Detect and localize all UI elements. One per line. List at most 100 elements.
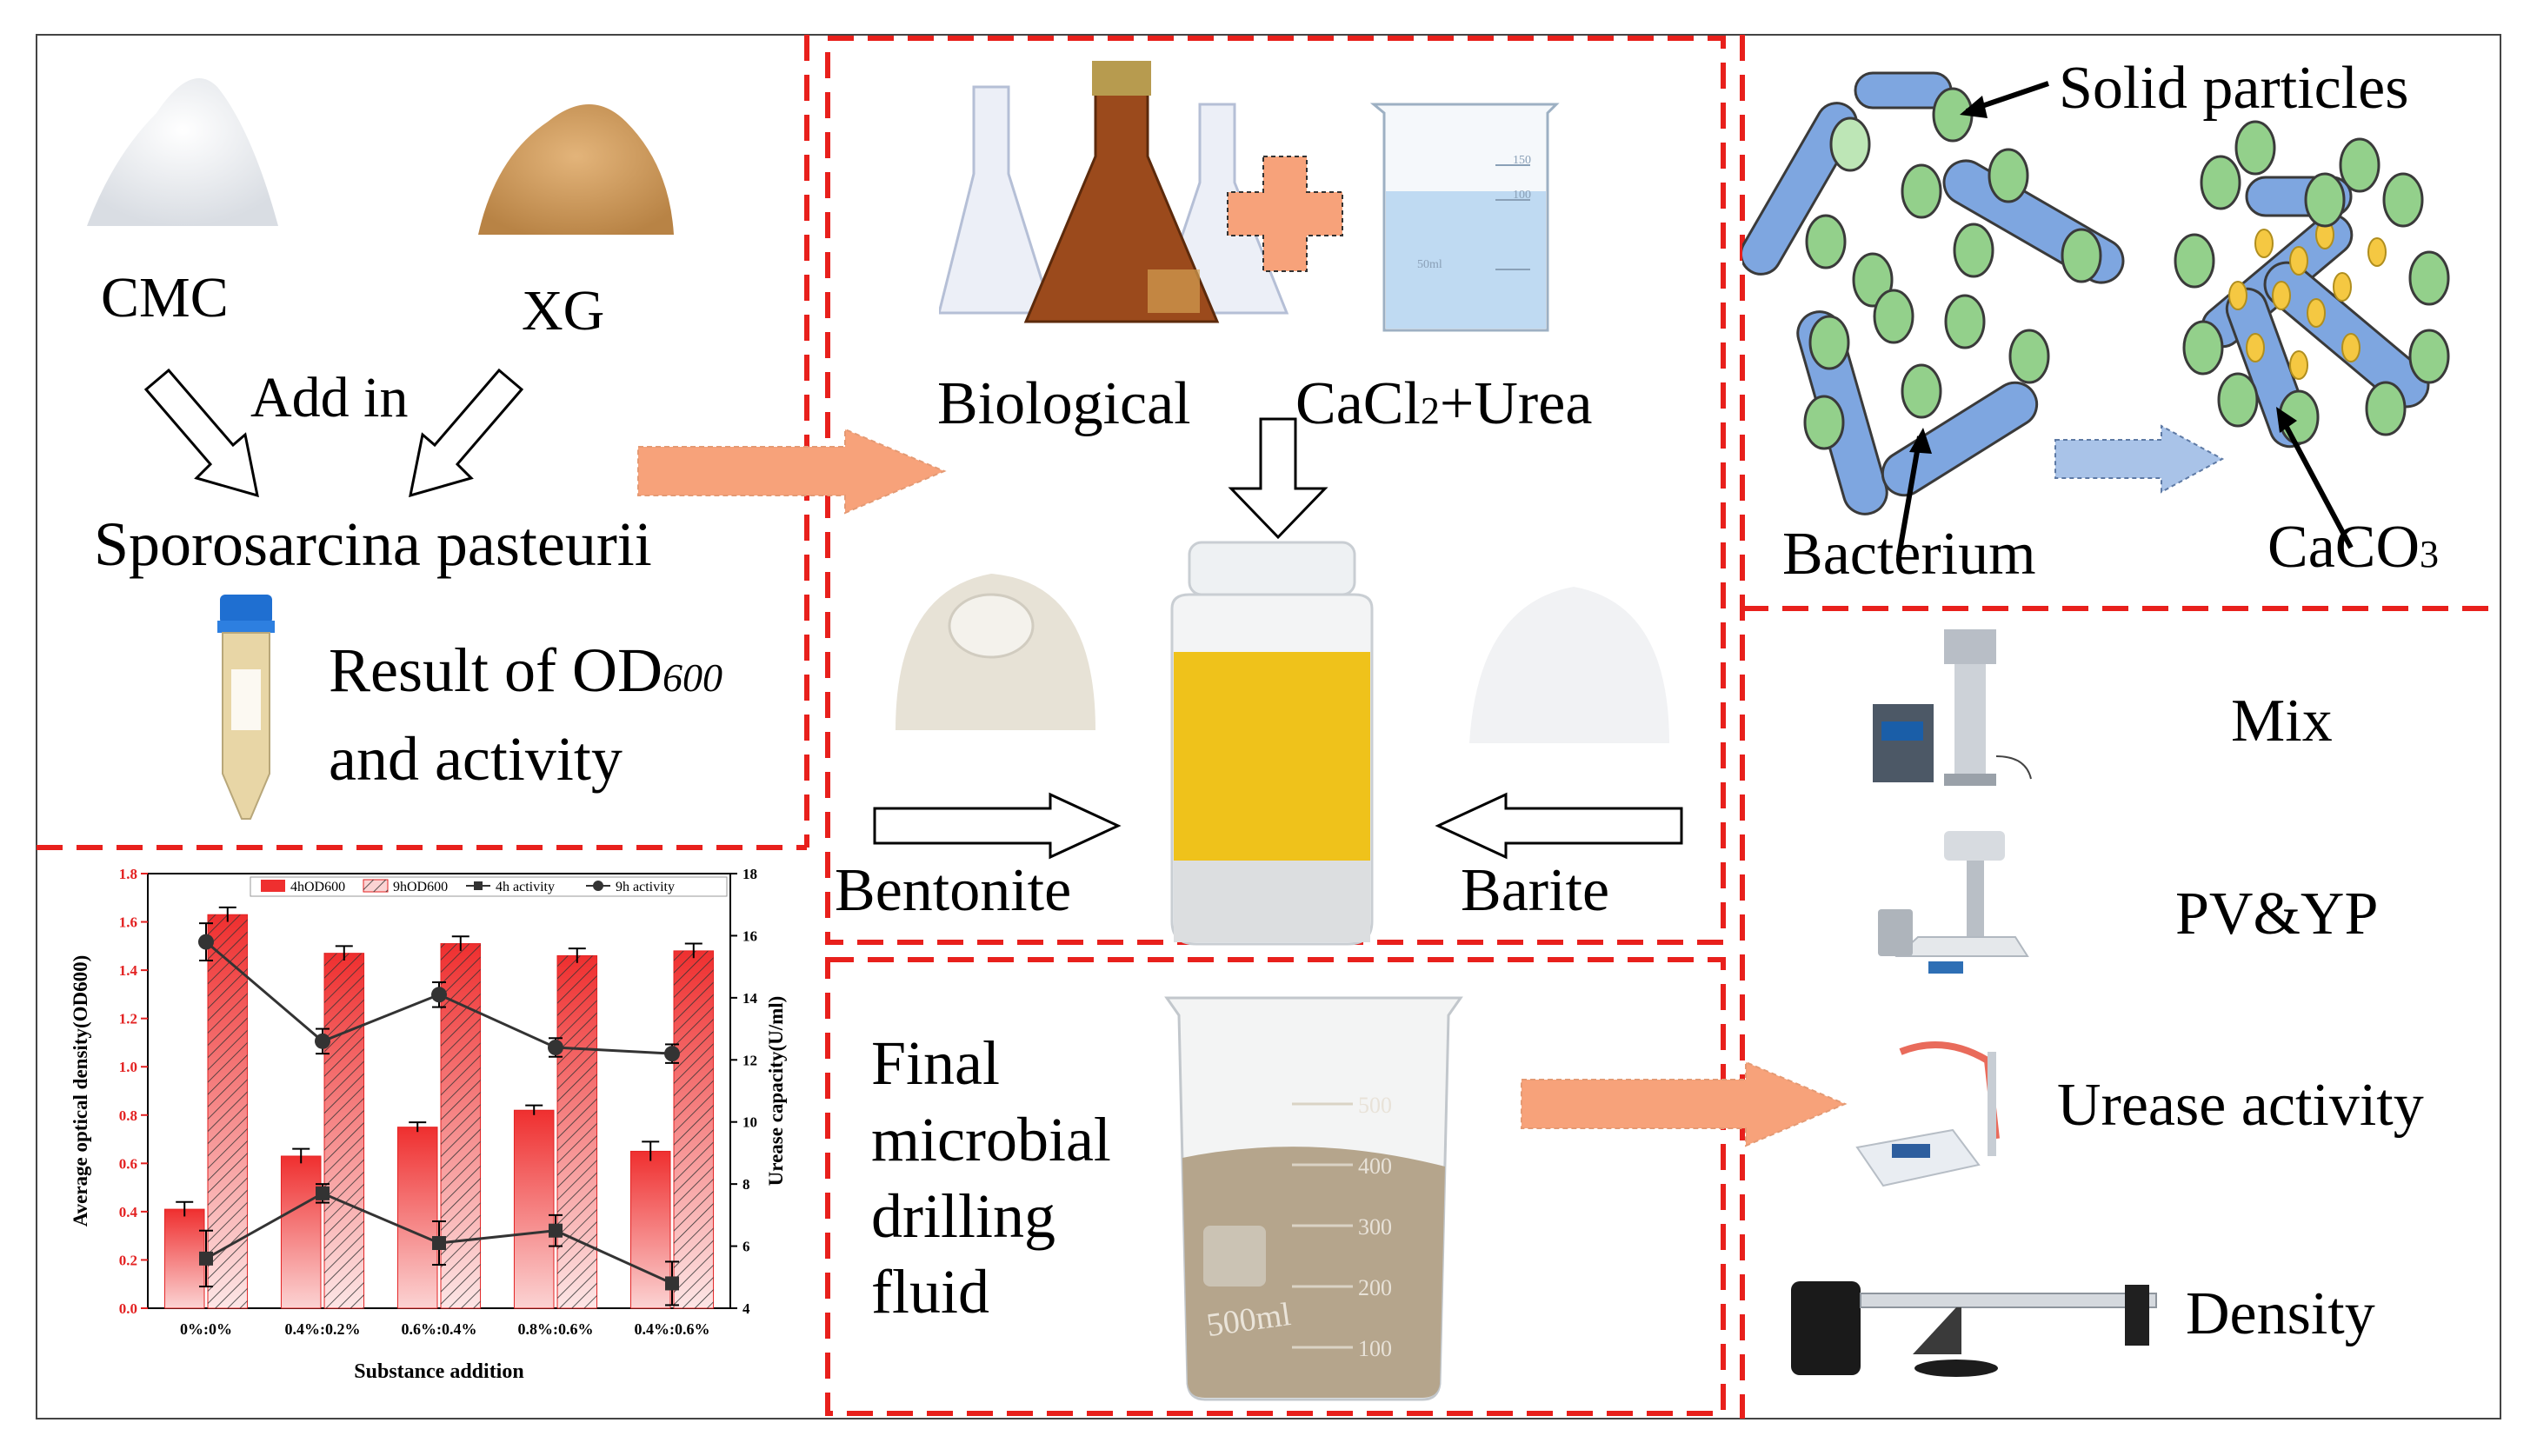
x-axis-label: Substance addition (354, 1360, 523, 1383)
cmc-label: CMC (101, 266, 229, 329)
biological-label: Biological (937, 370, 1191, 437)
barite-powder-image (1469, 587, 1669, 743)
y-tick-label: 1.2 (119, 1011, 137, 1027)
legend-label: 9hOD600 (393, 880, 448, 894)
title-line-final: Final (871, 1028, 1001, 1098)
small-beaker-mark-100: 100 (1513, 189, 1531, 202)
left-arrow-icon (1435, 792, 1683, 860)
down-right-arrow-icon (143, 368, 259, 498)
x-tick-label: 0%:0% (180, 1320, 232, 1338)
legend-label: 9h activity (616, 880, 675, 894)
plus-icon (1227, 156, 1343, 272)
bar-9h-od600-hatch (674, 950, 714, 1308)
urea-text: +Urea (1439, 370, 1593, 437)
beaker-mark-200: 200 (1358, 1275, 1392, 1300)
cmc-powder-image (87, 78, 278, 226)
beaker-mark-100: 100 (1358, 1336, 1392, 1361)
bar-4h-od600 (396, 1127, 438, 1309)
beaker-mark-400: 400 (1358, 1153, 1392, 1179)
y2-tick-label: 6 (742, 1239, 750, 1255)
result-od-text: Result of OD (329, 635, 663, 705)
solid-particles-label: Solid particles (2059, 55, 2409, 122)
chart-lines (198, 922, 680, 1306)
y-tick-label: 0.6 (119, 1155, 137, 1172)
add-in-arrows (143, 368, 524, 498)
bacterium-label: Bacterium (1782, 521, 2036, 588)
bar-9h-od600-hatch (557, 955, 597, 1308)
blue-arrow-icon (2054, 424, 2225, 494)
y-tick-label: 0.8 (119, 1107, 137, 1124)
density-balance-image (1791, 1281, 2157, 1377)
cacl2-urea-label: CaCl2+Urea (1295, 369, 1592, 439)
legend-label: 4h activity (496, 880, 555, 894)
y-tick-label: 0.0 (119, 1300, 137, 1317)
right-arrow-icon (873, 792, 1122, 860)
marker-9h-activity (548, 1040, 563, 1055)
legend-swatch-hatch (363, 880, 388, 892)
y-tick-label: 1.0 (119, 1059, 137, 1075)
urease-activity-label: Urease activity (2057, 1072, 2424, 1139)
marker-4h-activity (665, 1276, 679, 1291)
bar-9h-od600-hatch (208, 914, 248, 1308)
urease-meter-device-image (1855, 1041, 2000, 1187)
y-tick-label: 0.2 (119, 1252, 137, 1268)
small-beaker-mark-50: 50ml (1417, 258, 1442, 271)
add-in-label: Add in (250, 366, 409, 429)
marker-9h-activity (431, 987, 447, 1003)
x-tick-label: 0.8%:0.6% (518, 1320, 594, 1338)
y2-tick-label: 16 (742, 927, 757, 944)
small-beaker-mark-150: 150 (1513, 154, 1531, 167)
legend-swatch-4h-od600 (261, 880, 285, 892)
chart-axes (141, 873, 737, 1309)
y2-tick-label: 14 (742, 990, 758, 1007)
legend-marker-circle (593, 881, 603, 891)
bentonite-label: Bentonite (835, 857, 1072, 924)
pv-yp-label: PV&YP (2175, 881, 2379, 947)
caco-subscript: 3 (2420, 533, 2439, 575)
y2-tick-label: 18 (742, 866, 757, 882)
bar-9h-od600-hatch (324, 953, 364, 1308)
od-activity-chart: 0.00.20.40.60.81.01.21.41.61.84681012141… (70, 866, 787, 1383)
marker-9h-activity (664, 1046, 680, 1062)
orange-arrow-to-panel-b (637, 428, 947, 515)
final-fluid-title: Final microbial drilling fluid (871, 1026, 1111, 1331)
beaker-mark-500: 500 (1358, 1093, 1392, 1118)
biological-flasks-image (939, 61, 1289, 323)
legend-marker-square (474, 881, 483, 890)
y2-tick-label: 10 (742, 1114, 757, 1131)
result-line1: Result of OD600 (329, 635, 722, 707)
down-left-arrow-icon (409, 368, 524, 498)
marker-4h-activity (432, 1236, 446, 1250)
cacl2-beaker-image: 150 100 50ml (1369, 103, 1560, 332)
marker-9h-activity (198, 934, 214, 950)
mixing-jar-image (1170, 541, 1374, 946)
bar-4h-od600 (163, 1208, 205, 1309)
xg-powder-image (478, 104, 674, 235)
mixer-device-image (1873, 629, 2032, 786)
marker-4h-activity (199, 1251, 213, 1266)
down-arrow-icon (1228, 417, 1328, 540)
final-fluid-beaker-image: 500 400 300 200 100 500ml (1164, 996, 1463, 1401)
y-tick-label: 0.4 (119, 1204, 138, 1220)
bar-4h-od600 (280, 1155, 322, 1309)
xg-label: XG (522, 279, 605, 342)
marker-9h-activity (315, 1033, 330, 1049)
bacteria-illustration (1742, 71, 2450, 557)
plot-frame (147, 873, 731, 1309)
y2-tick-label: 8 (742, 1176, 750, 1193)
cacl-subscript: 2 (1420, 389, 1440, 432)
organism-label: Sporosarcina pasteurii (94, 509, 652, 579)
chart-labels: 0.00.20.40.60.81.01.21.41.61.84681012141… (70, 866, 787, 1383)
y-tick-label: 1.4 (119, 962, 138, 979)
caco-text: CaCO (2267, 514, 2420, 581)
title-line-microbial: microbial (871, 1104, 1111, 1174)
y2-tick-label: 12 (742, 1052, 757, 1068)
y-axis-label: Average optical density(OD600) (70, 955, 91, 1227)
bentonite-powder-image (896, 574, 1095, 730)
cacl-text: CaCl (1295, 370, 1421, 437)
density-label: Density (2186, 1280, 2375, 1347)
bar-4h-od600 (629, 1150, 671, 1309)
title-line-drilling: drilling (871, 1180, 1055, 1251)
centrifuge-tube-image (217, 595, 275, 820)
